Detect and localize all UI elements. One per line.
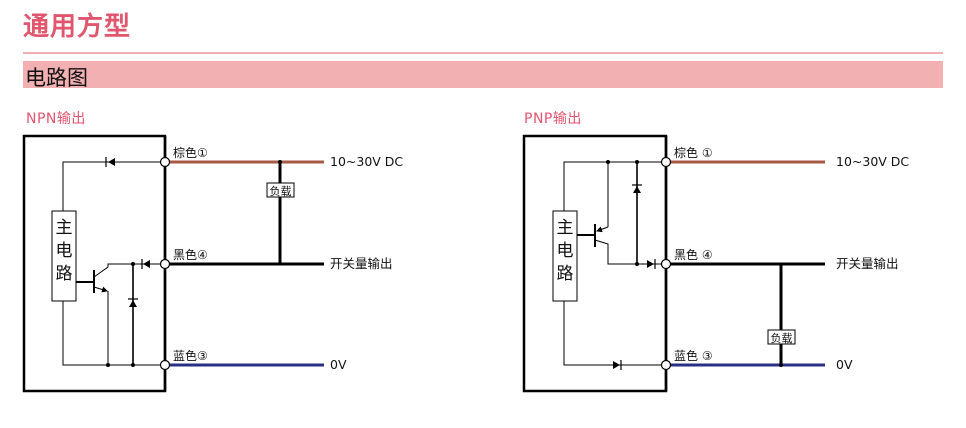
pnp-main-circuit-box [552, 210, 578, 302]
pnp-load-label: 负载 [771, 331, 793, 345]
npn-load-label: 负载 [270, 184, 292, 198]
pnp-black-wire-label: 黑色 ④ [674, 248, 713, 262]
pnp-blue-terminal [660, 359, 672, 371]
pnp-brown-wire-label: 棕色 ① [674, 145, 713, 160]
pnp-main-circuit-char-3: 路 [557, 264, 574, 284]
npn-ground-terminal-label: 0V [330, 357, 347, 372]
pnp-main-circuit-char-2: 电 [557, 241, 574, 261]
npn-output-terminal-label: 开关量输出 [330, 256, 393, 271]
npn-supply-internal-wire [62, 161, 165, 211]
npn-black-terminal [159, 258, 171, 270]
section-header: 电路图 [23, 61, 943, 90]
npn-main-circuit-char-3: 路 [56, 264, 73, 284]
npn-main-circuit-char-1: 主 [56, 218, 73, 238]
npn-junction-dot [278, 160, 282, 164]
npn-diagram: 主 电 路 [22, 134, 403, 393]
pnp-output-terminal-label: 开关量输出 [836, 256, 899, 271]
npn-junction-dot [131, 363, 135, 367]
npn-blue-terminal [159, 359, 171, 371]
npn-load-box [266, 182, 295, 198]
pnp-black-terminal [660, 258, 672, 270]
pnp-brown-terminal [660, 156, 672, 168]
pnp-diagram: 主 电 路 [522, 134, 909, 393]
page-title: 通用方型 [23, 12, 132, 42]
npn-black-wire-label: 黑色④ [173, 248, 208, 262]
npn-diagram-title: NPN输出 [26, 111, 86, 127]
pnp-clamp-diode-icon [632, 184, 642, 193]
pnp-junction-dot [779, 363, 783, 367]
npn-clamp-diode-icon [128, 298, 138, 307]
npn-junction-dot [131, 262, 135, 266]
npn-supply-diode-icon [105, 157, 115, 167]
npn-main-circuit-char-2: 电 [56, 241, 73, 261]
npn-supply-terminal-label: 10~30V DC [330, 154, 403, 169]
pnp-emitter-wire [596, 226, 609, 233]
pnp-supply-terminal-label: 10~30V DC [836, 154, 909, 169]
npn-main-circuit-box [51, 210, 77, 302]
npn-emitter-wire [93, 286, 108, 293]
npn-junction-dot [106, 363, 110, 367]
section-heading: 电路图 [25, 66, 88, 90]
npn-collector-wire [93, 263, 165, 278]
npn-blue-wire-label: 蓝色③ [173, 349, 208, 363]
pnp-main-circuit-char-1: 主 [557, 218, 574, 238]
pnp-diagram-title: PNP输出 [524, 111, 582, 127]
pnp-load-box [767, 329, 796, 345]
title-divider [23, 52, 943, 54]
pnp-output-diode-icon [647, 259, 656, 269]
npn-brown-terminal [159, 156, 171, 168]
pnp-ground-internal-wire [563, 301, 666, 366]
pnp-supply-internal-wire [563, 161, 666, 211]
pnp-ground-terminal-label: 0V [836, 357, 853, 372]
pnp-ground-diode-icon [613, 360, 622, 370]
pnp-junction-dot [635, 262, 639, 266]
npn-brown-wire-label: 棕色① [173, 145, 208, 160]
npn-ground-internal-wire [62, 301, 165, 366]
npn-output-diode-icon [141, 259, 150, 269]
pnp-blue-wire-label: 蓝色 ③ [674, 349, 713, 363]
